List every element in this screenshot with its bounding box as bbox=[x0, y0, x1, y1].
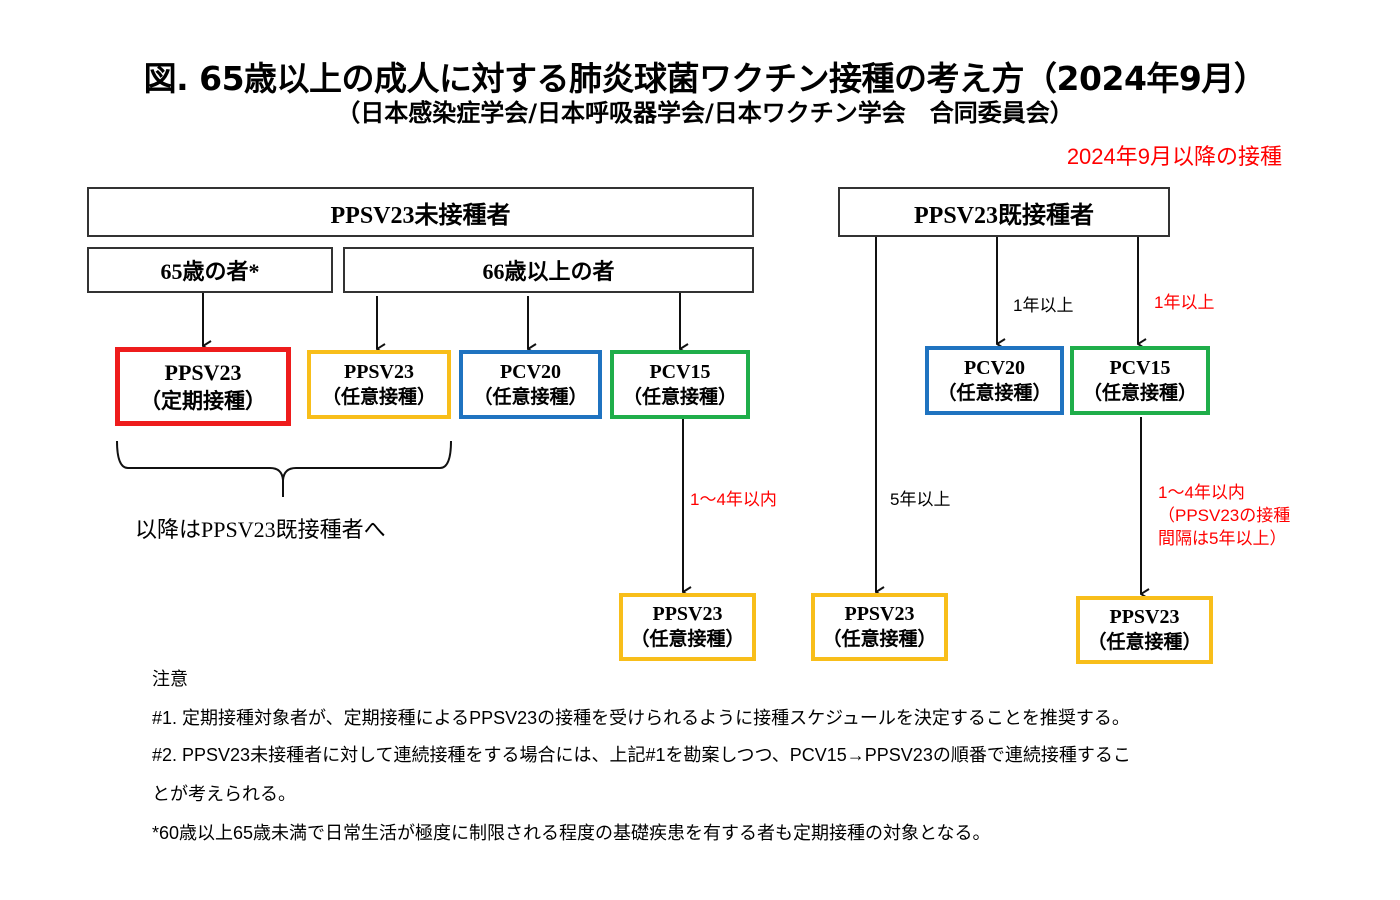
interval-line: （PPSV23の接種 bbox=[1158, 506, 1291, 525]
brace-label: 以降はPPSV23既接種者へ bbox=[135, 517, 386, 542]
group-age-65-label: 65歳の者* bbox=[160, 259, 260, 284]
note-item: #1. 定期接種対象者が、定期接種によるPPSV23の接種を受けられるように接種… bbox=[152, 708, 1130, 728]
vaccine-box-ppsv23-optional: PPSV23 （任意接種） bbox=[307, 350, 451, 419]
vaccinated-header-label: PPSV23既接種者 bbox=[914, 202, 1094, 229]
group-age-65: 65歳の者* bbox=[87, 247, 333, 293]
interval-line: 間隔は5年以上） bbox=[1158, 529, 1287, 548]
vaccine-name: PCV20 bbox=[499, 360, 562, 383]
vaccine-box-pcv20-optional: PCV20 （任意接種） bbox=[459, 350, 602, 419]
vaccine-name: PPSV23 bbox=[1109, 606, 1180, 628]
vaccine-box-ppsv23-after-pcv15-vaccinated: PPSV23 （任意接種） bbox=[1076, 596, 1213, 664]
vaccine-name: PPSV23 bbox=[652, 603, 723, 625]
vaccine-type: （任意接種） bbox=[1082, 381, 1197, 404]
note-item: *60歳以上65歳未満で日常生活が極度に制限される程度の基礎疾患を有する者も定期… bbox=[152, 823, 991, 843]
notes-heading: 注意 bbox=[152, 669, 188, 689]
vaccine-box-pcv20-vaccinated: PCV20 （任意接種） bbox=[925, 346, 1064, 415]
note-item: とが考えられる。 bbox=[152, 784, 296, 804]
vaccine-name: PPSV23 bbox=[164, 359, 242, 385]
vaccine-type: （任意接種） bbox=[321, 385, 436, 408]
group-age-66-plus: 66歳以上の者 bbox=[343, 247, 754, 293]
vaccine-name: PCV20 bbox=[963, 356, 1026, 379]
vaccine-box-ppsv23-after-pcv15: PPSV23 （任意接種） bbox=[619, 593, 756, 661]
vaccine-type: （任意接種） bbox=[622, 385, 737, 408]
vaccine-name: PCV15 bbox=[1109, 356, 1171, 379]
figure-title: 図. 65歳以上の成人に対する肺炎球菌ワクチン接種の考え方（2024年9月） bbox=[143, 59, 1267, 98]
brace bbox=[116, 440, 452, 481]
vaccine-type: （任意接種） bbox=[822, 628, 937, 650]
group-age-66-plus-label: 66歳以上の者 bbox=[482, 259, 615, 284]
figure-subtitle: （日本感染症学会/日本呼吸器学会/日本ワクチン学会 合同委員会） bbox=[336, 99, 1074, 127]
unvaccinated-header: PPSV23未接種者 bbox=[87, 187, 754, 237]
vaccine-box-pcv15-vaccinated: PCV15 （任意接種） bbox=[1070, 346, 1210, 415]
unvaccinated-header-label: PPSV23未接種者 bbox=[330, 202, 511, 229]
vaccine-box-ppsv23-routine: PPSV23 （定期接種） bbox=[115, 347, 291, 426]
note-item: #2. PPSV23未接種者に対して連続接種をする場合には、上記#1を勘案しつつ… bbox=[152, 745, 1131, 765]
vaccinated-header: PPSV23既接種者 bbox=[838, 187, 1170, 237]
vaccine-name: PPSV23 bbox=[344, 360, 414, 383]
vaccine-type: （定期接種） bbox=[140, 388, 266, 413]
vaccine-type: （任意接種） bbox=[473, 385, 588, 408]
vaccine-type: （任意接種） bbox=[937, 381, 1052, 404]
interval-line: 1～4年以内 bbox=[1158, 483, 1245, 502]
interval-label-pcv15-ppsv23: 1～4年以内 bbox=[690, 490, 777, 509]
interval-label-pcv20: 1年以上 bbox=[1013, 296, 1074, 315]
vaccine-type: （任意接種） bbox=[630, 628, 745, 650]
effective-date-label: 2024年9月以降の接種 bbox=[1066, 144, 1282, 169]
vaccine-name: PCV15 bbox=[649, 360, 711, 383]
vaccine-name: PPSV23 bbox=[844, 603, 915, 625]
vaccine-box-ppsv23-vaccinated-direct: PPSV23 （任意接種） bbox=[811, 593, 948, 661]
interval-label-pcv15: 1年以上 bbox=[1154, 293, 1215, 312]
interval-label-ppsv23: 5年以上 bbox=[890, 490, 951, 509]
interval-label-pcv15-ppsv23-vaccinated: 1～4年以内 （PPSV23の接種 間隔は5年以上） bbox=[1158, 481, 1290, 550]
vaccine-type: （任意接種） bbox=[1087, 631, 1202, 653]
vaccine-box-pcv15-optional: PCV15 （任意接種） bbox=[610, 350, 750, 419]
